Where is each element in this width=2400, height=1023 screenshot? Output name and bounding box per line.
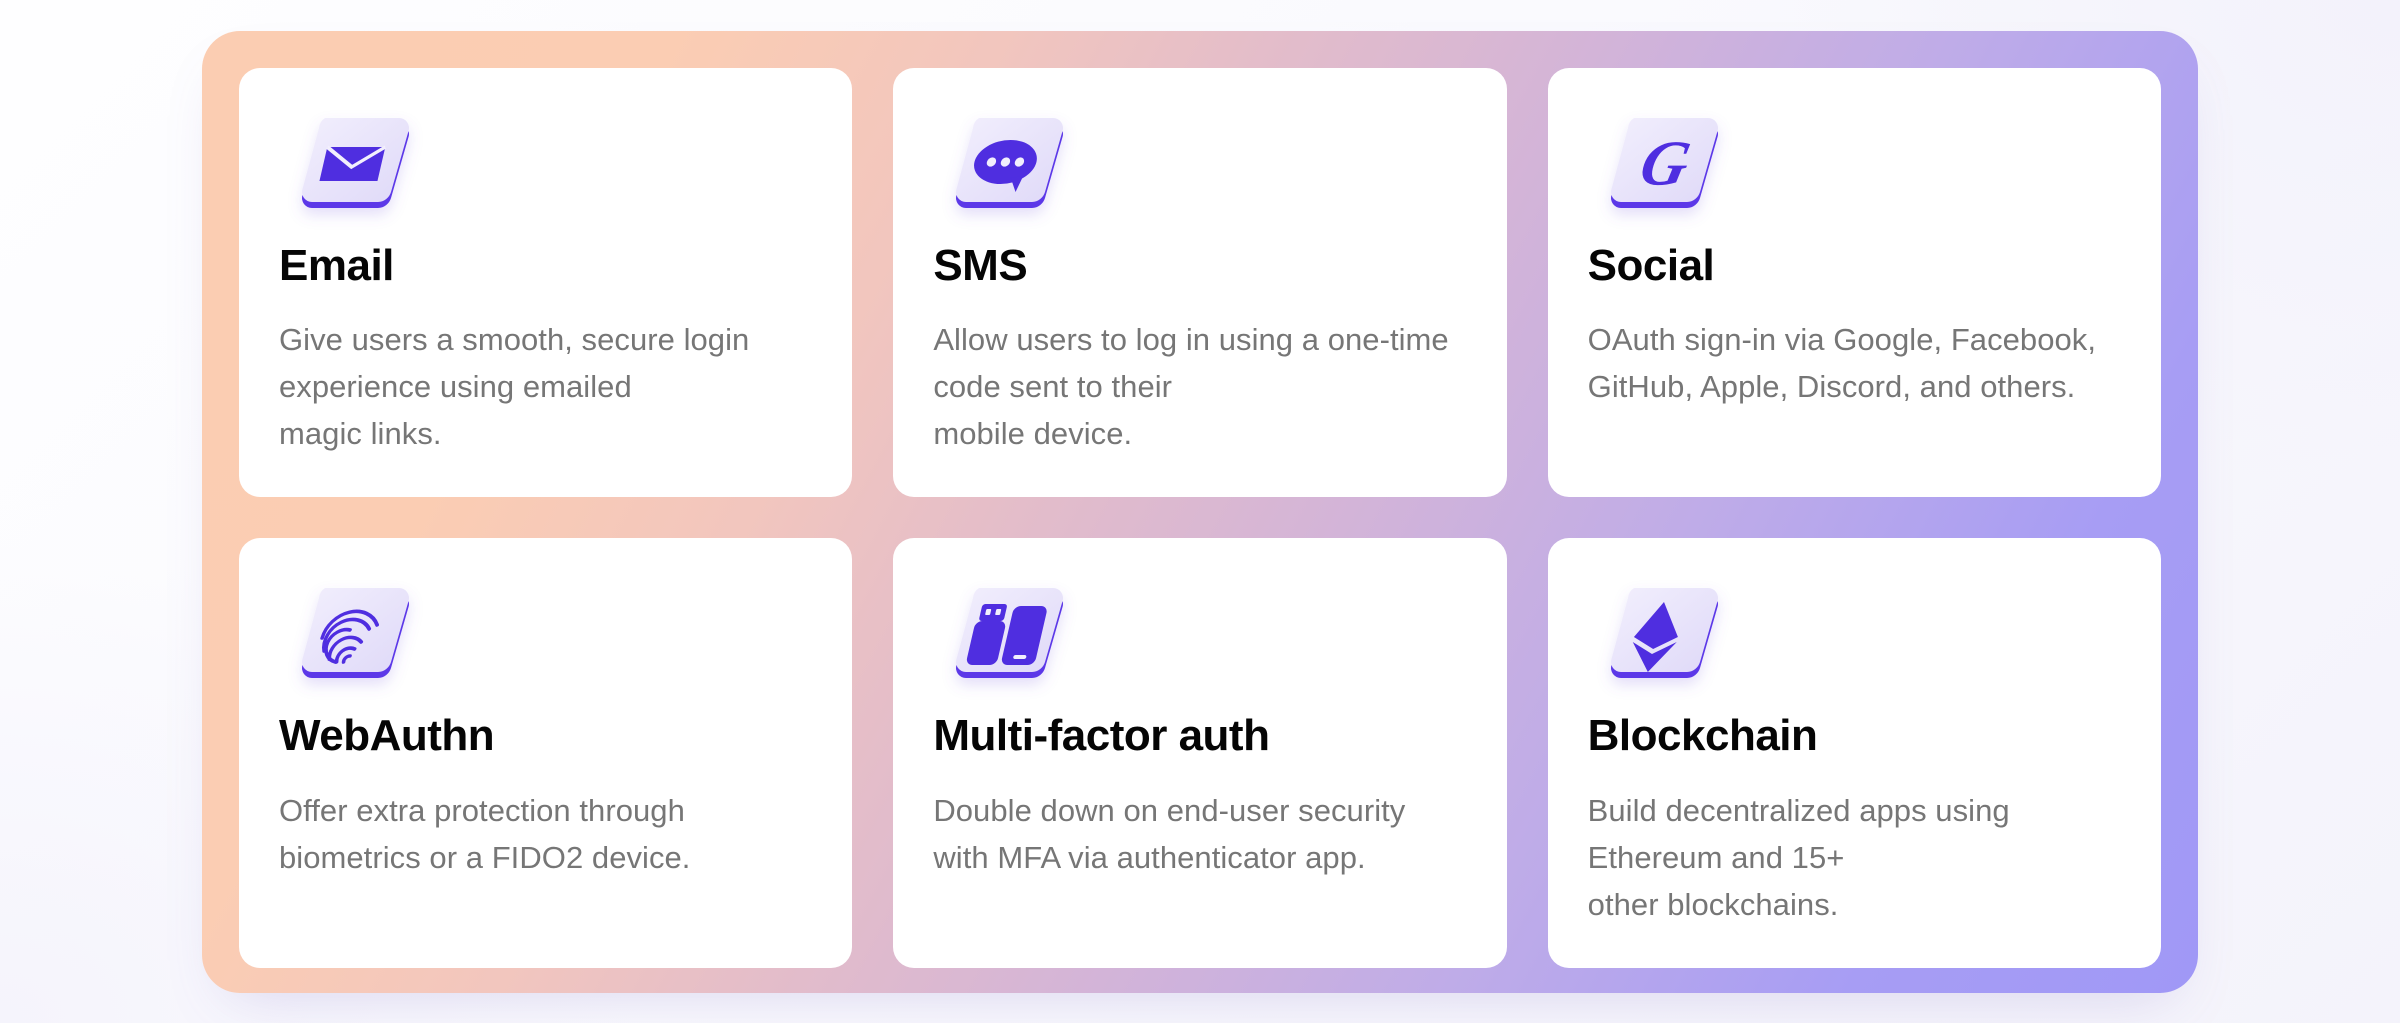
card-description: Offer extra protection through biometric… (279, 792, 691, 875)
card-description: Give users a smooth, secure login experi… (279, 321, 750, 452)
card-description: Allow users to log in using a one-time c… (933, 321, 1449, 452)
ethereum-diamond-icon (1590, 582, 1740, 690)
feature-card-multi-factor-auth[interactable]: Multi-factor auth Double down on end-use… (893, 538, 1507, 968)
feature-card-blockchain[interactable]: Blockchain Build decentralized apps usin… (1547, 538, 2161, 968)
google-g-icon: G (1590, 112, 1740, 220)
feature-card-webauthn[interactable]: WebAuthn Offer extra protection through … (239, 538, 853, 968)
card-title: WebAuthn (279, 711, 495, 761)
feature-card-sms[interactable]: SMS Allow users to log in using a one-ti… (893, 67, 1507, 498)
feature-card-grid: Email Give users a smooth, secure login … (239, 67, 2161, 968)
card-description: OAuth sign-in via Google, Facebook, GitH… (1587, 321, 2097, 404)
card-description: Build decentralized apps using Ethereum … (1587, 792, 2010, 922)
card-title: Email (279, 240, 394, 290)
card-description: Double down on end-user security with MF… (933, 792, 1406, 875)
sms-chat-bubble-icon (935, 112, 1085, 220)
email-icon (281, 112, 431, 220)
card-title: Blockchain (1587, 711, 1818, 761)
feature-card-email[interactable]: Email Give users a smooth, secure login … (239, 67, 853, 498)
card-title: SMS (933, 240, 1028, 290)
gradient-frame: Email Give users a smooth, secure login … (202, 30, 2198, 993)
fingerprint-icon (281, 582, 431, 690)
card-title: Social (1587, 240, 1715, 290)
security-key-and-phone-icon (935, 582, 1085, 690)
card-title: Multi-factor auth (933, 711, 1270, 761)
feature-card-social[interactable]: G Social OAuth sign-in via Google, Faceb… (1547, 67, 2161, 498)
